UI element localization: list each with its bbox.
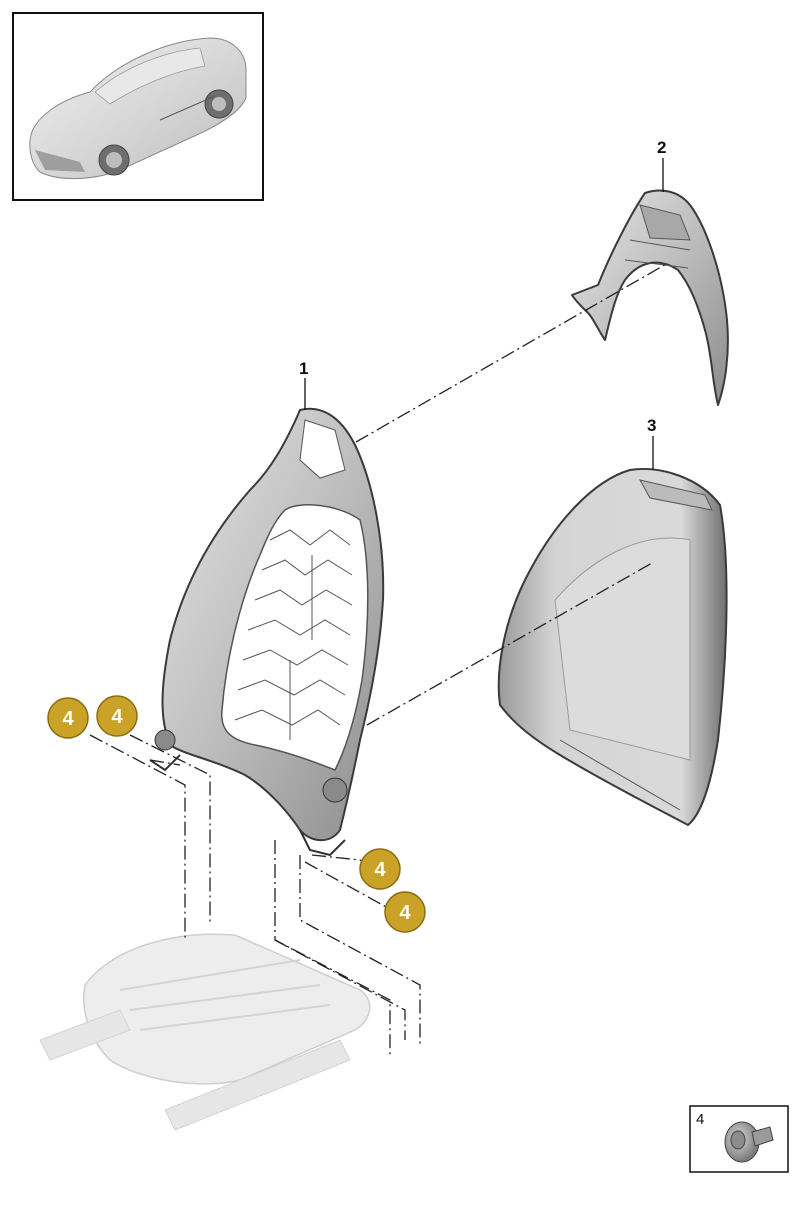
badge-4-b-label: 4 xyxy=(111,706,123,728)
spring-mat xyxy=(234,529,353,740)
badge-4-d-label: 4 xyxy=(399,902,411,924)
badge-4-c-label: 4 xyxy=(374,859,386,881)
badge-4-b[interactable]: 4 xyxy=(96,695,138,737)
leader-lines xyxy=(89,262,669,1055)
badge-4-a-label: 4 xyxy=(62,708,74,730)
car-illustration xyxy=(29,37,247,179)
callout-1: 1 xyxy=(299,359,308,378)
part-2-upper-trim xyxy=(571,189,729,406)
seat-base-ghost xyxy=(39,933,371,1131)
callout-2: 2 xyxy=(657,138,666,157)
legend-part-4-label: 4 xyxy=(696,1111,704,1128)
part-1-backrest-frame xyxy=(149,407,385,857)
callout-3: 3 xyxy=(647,416,656,435)
badge-4-d[interactable]: 4 xyxy=(384,891,426,933)
badge-4-c[interactable]: 4 xyxy=(359,848,401,890)
screw-icon xyxy=(724,1121,774,1163)
legend-part-4: 4 xyxy=(689,1105,789,1173)
vehicle-thumbnail xyxy=(12,12,264,201)
badge-4-a[interactable]: 4 xyxy=(47,697,89,739)
part-3-rear-shell xyxy=(497,468,728,826)
